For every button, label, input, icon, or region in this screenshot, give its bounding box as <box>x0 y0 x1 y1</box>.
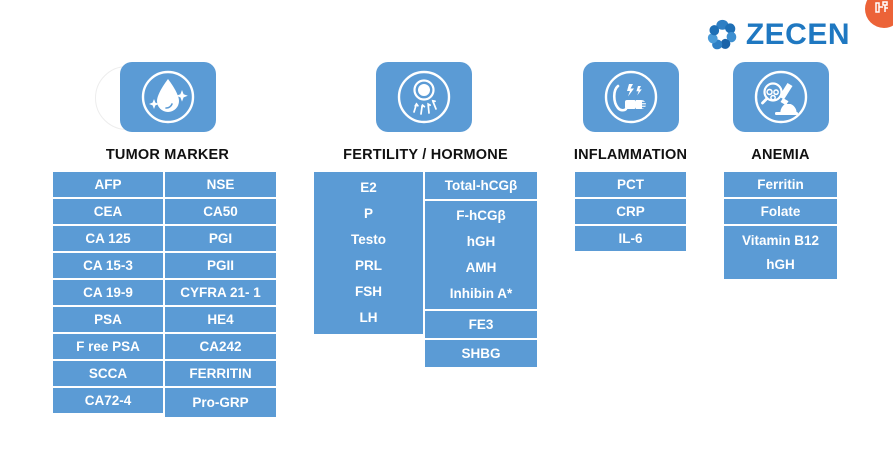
table-cell[interactable]: Folate <box>724 199 837 224</box>
table-cell[interactable]: CA 15-3 <box>53 253 163 278</box>
tumor-left-column: AFP CEA CA 125 CA 15-3 CA 19-9 PSA F ree… <box>53 172 163 413</box>
table-cell[interactable]: Total-hCGβ <box>425 172 537 199</box>
fertility-right-column: Total-hCGβ F-hCGβ hGH AMH Inhibin A* FE3… <box>425 172 537 367</box>
table-cell[interactable]: CA 19-9 <box>53 280 163 305</box>
table-cell[interactable]: Ferritin <box>724 172 837 197</box>
section-inflammation: INFLAMMATION PCT CRP IL-6 <box>574 62 687 251</box>
list-item: LH <box>359 310 378 326</box>
anemia-table: Ferritin Folate Vitamin B12 hGH <box>724 172 837 279</box>
table-cell[interactable]: FE3 <box>425 311 537 338</box>
corner-badge[interactable] <box>865 0 893 28</box>
tumor-right-column: NSE CA50 PGI PGII CYFRA 21- 1 HE4 CA242 … <box>165 172 276 417</box>
list-item: PRL <box>355 258 382 274</box>
table-cell[interactable]: F ree PSA <box>53 334 163 359</box>
fertility-hormone-title: FERTILITY / HORMONE <box>343 147 508 163</box>
fertility-left-column: E2 P Testo PRL FSH LH <box>314 172 423 334</box>
table-cell[interactable]: Pro-GRP <box>165 388 276 417</box>
section-tumor-marker: TUMOR MARKER AFP CEA CA 125 CA 15-3 CA 1… <box>53 62 282 417</box>
list-item: hGH <box>766 257 795 272</box>
tumor-icon-wrap <box>53 62 282 134</box>
list-item: AMH <box>465 260 497 276</box>
table-cell[interactable]: CA50 <box>165 199 276 224</box>
anemia-column: Ferritin Folate Vitamin B12 hGH <box>724 172 837 279</box>
section-fertility-hormone: FERTILITY / HORMONE E2 P Testo PRL FSH L… <box>314 62 537 367</box>
merged-cell-group[interactable]: F-hCGβ hGH AMH Inhibin A* <box>425 201 537 309</box>
table-cell[interactable]: CA242 <box>165 334 276 359</box>
list-item: FSH <box>355 284 382 300</box>
inflammation-icon-wrap <box>575 62 686 134</box>
list-item: Inhibin A* <box>449 286 513 302</box>
table-cell[interactable]: PCT <box>575 172 686 197</box>
table-cell[interactable]: SHBG <box>425 340 537 367</box>
tumor-marker-icon-tile <box>120 62 216 132</box>
inflammation-icon-tile <box>583 62 679 132</box>
table-cell[interactable]: CYFRA 21- 1 <box>165 280 276 305</box>
table-cell[interactable]: PGI <box>165 226 276 251</box>
brand-logo: ZECEN <box>705 12 850 58</box>
list-item: Testo <box>350 232 386 248</box>
table-cell[interactable]: PSA <box>53 307 163 332</box>
table-cell[interactable]: PGII <box>165 253 276 278</box>
merged-cell-group[interactable]: E2 P Testo PRL FSH LH <box>314 172 423 334</box>
inflammation-column: PCT CRP IL-6 <box>575 172 686 251</box>
table-cell[interactable]: FERRITIN <box>165 361 276 386</box>
table-cell[interactable]: CEA <box>53 199 163 224</box>
table-cell[interactable]: IL-6 <box>575 226 686 251</box>
blood-drop-icon <box>141 70 195 124</box>
table-cell[interactable]: AFP <box>53 172 163 197</box>
table-cell[interactable]: CA72-4 <box>53 388 163 413</box>
list-item: F-hCGβ <box>456 208 506 224</box>
fertility-hormone-table: E2 P Testo PRL FSH LH Total-hCGβ F-hCGβ … <box>314 172 537 367</box>
anemia-title: ANEMIA <box>751 147 810 163</box>
anemia-icon-wrap <box>724 62 837 134</box>
anemia-icon-tile <box>733 62 829 132</box>
fertility-icon-tile <box>376 62 472 132</box>
list-item: hGH <box>466 234 496 250</box>
fertility-egg-sperm-icon <box>397 70 451 124</box>
inflammation-table: PCT CRP IL-6 <box>575 172 686 251</box>
merged-cell-group[interactable]: Vitamin B12 hGH <box>724 226 837 279</box>
list-item: P <box>363 206 373 222</box>
badge-glyph-icon <box>874 1 888 13</box>
tumor-marker-table: AFP CEA CA 125 CA 15-3 CA 19-9 PSA F ree… <box>53 172 282 417</box>
section-anemia: ANEMIA Ferritin Folate Vitamin B12 hGH <box>724 62 837 279</box>
table-cell[interactable]: HE4 <box>165 307 276 332</box>
table-cell[interactable]: NSE <box>165 172 276 197</box>
brand-wordmark: ZECEN <box>745 18 850 51</box>
tumor-marker-title: TUMOR MARKER <box>105 147 230 163</box>
list-item: Vitamin B12 <box>741 232 820 248</box>
table-cell[interactable]: CRP <box>575 199 686 224</box>
inflamed-joint-icon <box>604 70 658 124</box>
table-cell[interactable]: SCCA <box>53 361 163 386</box>
fertility-icon-wrap <box>314 62 537 134</box>
zecen-petal-ring-logo-icon <box>707 19 737 50</box>
microscope-icon <box>754 70 808 124</box>
list-item: E2 <box>360 180 377 196</box>
table-cell[interactable]: CA 125 <box>53 226 163 251</box>
inflammation-title: INFLAMMATION <box>573 147 688 163</box>
